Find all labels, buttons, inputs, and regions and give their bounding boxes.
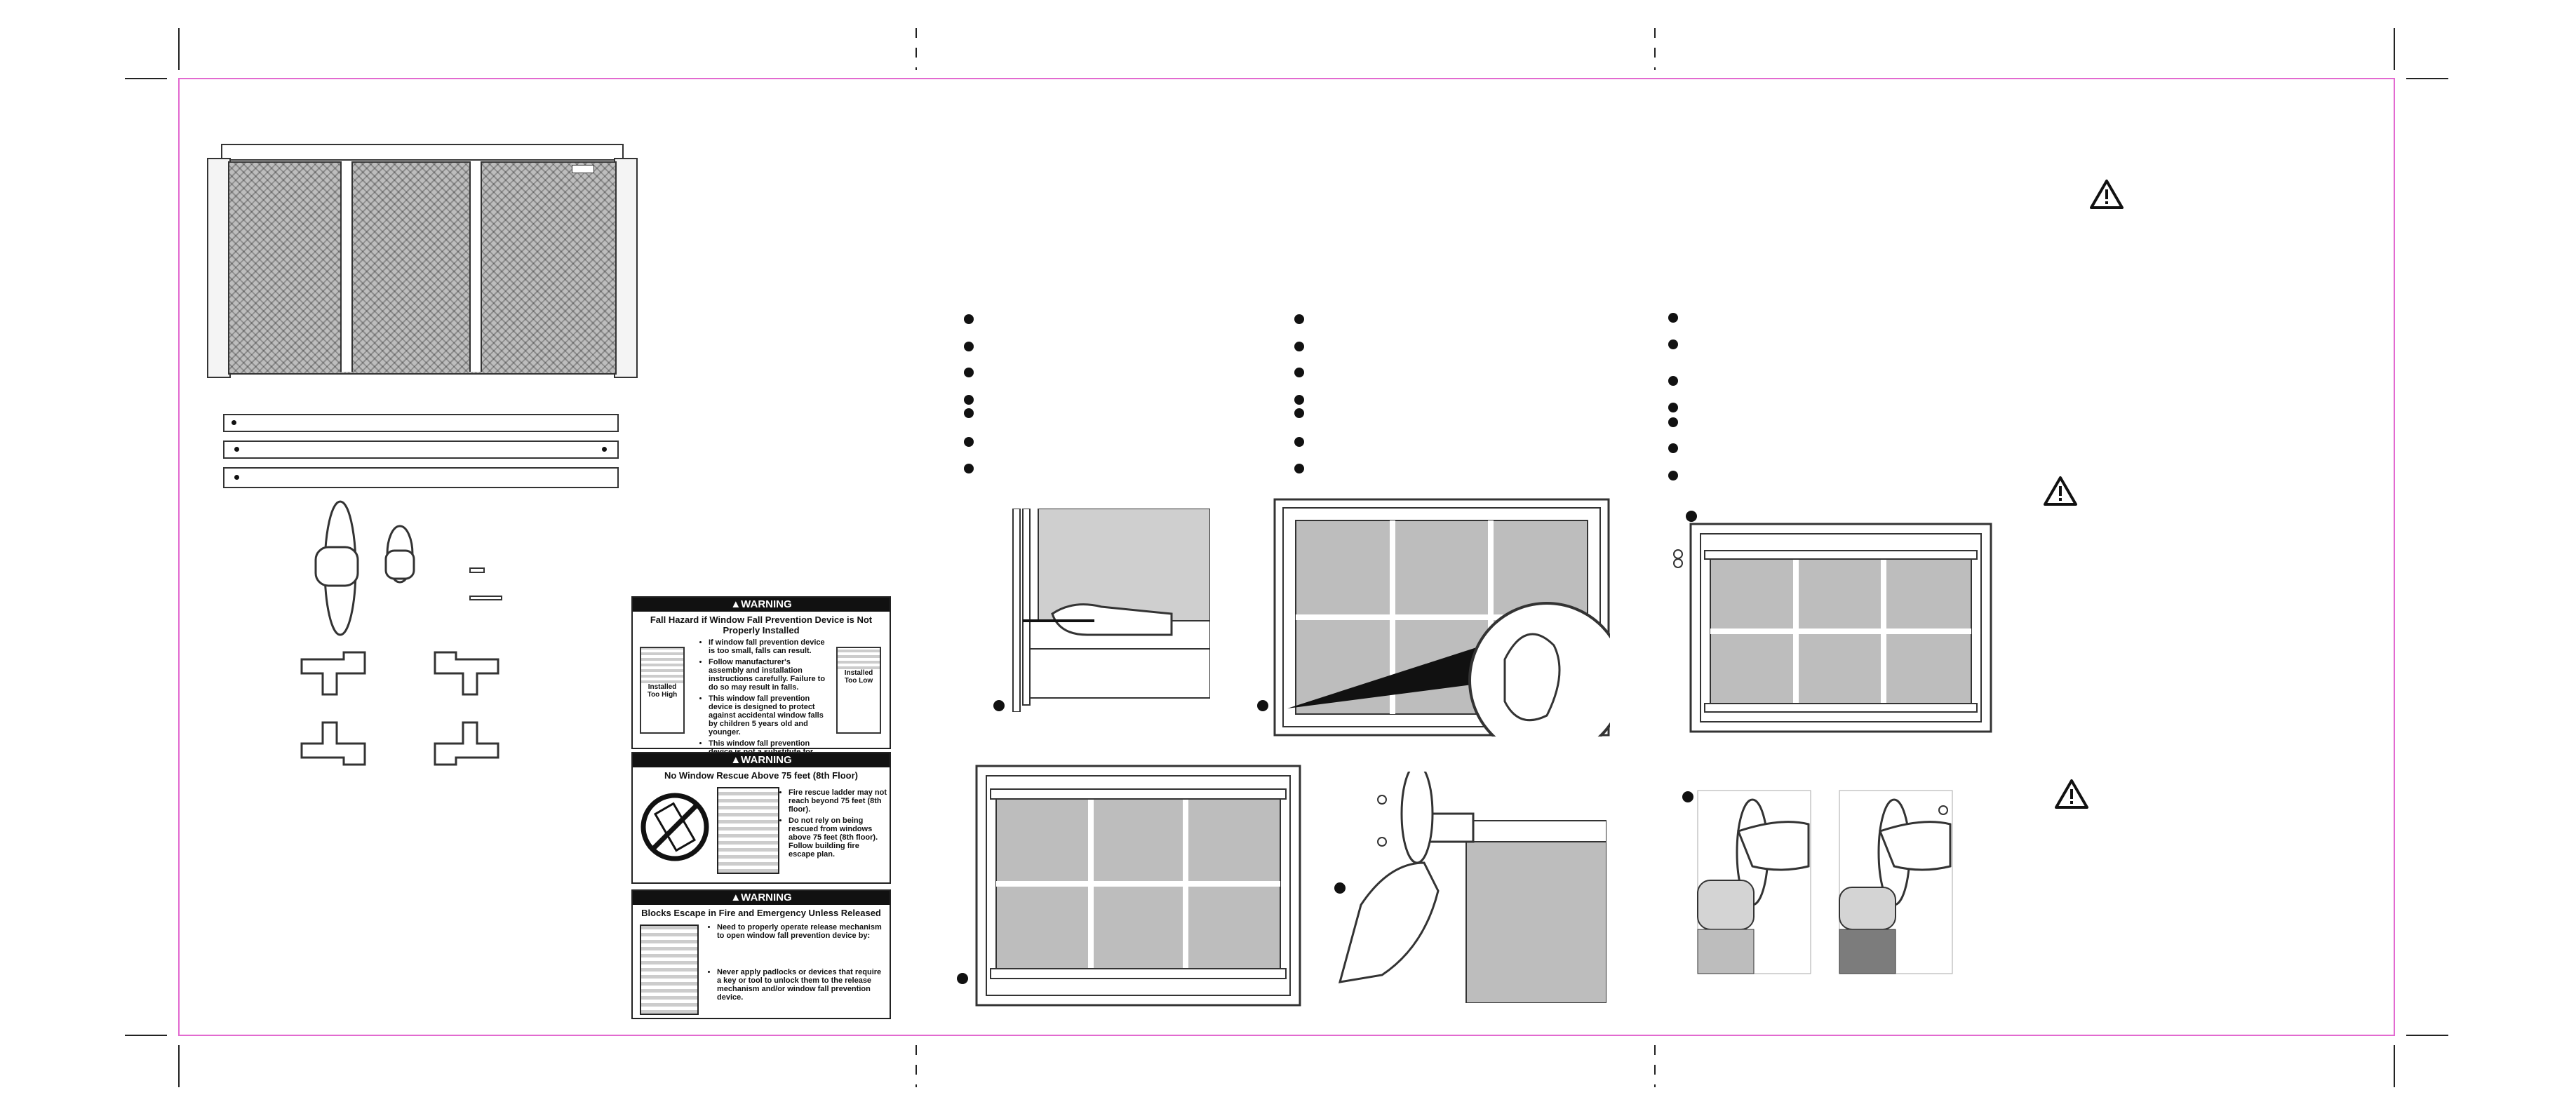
installed-too-low-label: Installed Too Low [844,669,873,685]
warning-bullet: Follow manufacturer's assembly and insta… [709,658,828,692]
warning-bullet: Never apply padlocks or devices that req… [717,968,885,1002]
crop-mark [2406,78,2448,79]
installed-guard-illustration [975,765,1301,1007]
step-marker [957,973,968,984]
step-marker [1682,791,1693,802]
release-step-b-illustration [1838,789,1954,975]
installed-too-high-label: Installed Too High [647,683,678,699]
crop-mark [2406,1035,2448,1036]
rail-bar [223,467,619,488]
crop-mark [2394,1045,2395,1087]
warning-header: ▲WARNING [633,598,890,612]
installed-too-low-box: Installed Too Low [836,647,881,734]
bullet-dot-icon [1294,464,1304,473]
fold-mark [1654,28,1656,70]
warning-label-rescue: ▲WARNING No Window Rescue Above 75 feet … [631,752,891,884]
corner-connectors-illustration [295,645,505,772]
bullet-dot-icon [1668,403,1678,412]
window-closeup-illustration [1273,498,1625,759]
bullet-dot-icon [964,368,974,377]
bullet-dot-icon [964,342,974,351]
bullet-dot-icon [964,395,974,405]
fire-window-icon [640,925,699,1015]
warning-triangle-icon [2054,779,2089,809]
trim-border [178,78,2395,1036]
bullet-dot-icon [964,437,974,447]
crop-mark [2394,28,2395,70]
step-marker [1686,511,1697,522]
fold-mark [915,28,917,70]
fold-mark [915,1045,917,1087]
fold-mark [1654,1045,1656,1087]
bullet-dot-icon [1668,376,1678,386]
bullet-dot-icon [1294,408,1304,418]
step-marker [1257,700,1268,711]
crop-mark [125,78,167,79]
warning-header: ▲WARNING [633,891,890,905]
no-ladder-icon [640,792,710,862]
step-marker [1334,882,1346,894]
guard-frontal-illustration [1670,523,1992,733]
warning-label-fall-hazard: ▲WARNING Fall Hazard if Window Fall Prev… [631,596,891,765]
mounting-bracket-illustration [309,498,512,638]
warning-bullet: If window fall prevention device is too … [709,638,828,655]
warning-triangle-icon [2043,476,2078,506]
warning-bullet: Need to properly operate release mechani… [717,923,885,940]
bullet-dot-icon [1294,437,1304,447]
step-marker [993,700,1005,711]
bullet-dot-icon [1294,395,1304,405]
guard-assembly-illustration [207,144,649,382]
fire-building-icon [717,787,779,874]
warning-triangle-icon [2089,179,2124,210]
warning-bullet: This window fall prevention device is de… [709,694,828,737]
bullet-dot-icon [1668,443,1678,453]
bullet-dot-icon [1668,471,1678,480]
warning-title: Blocks Escape in Fire and Emergency Unle… [641,908,881,918]
crop-mark [125,1035,167,1036]
bullet-dot-icon [1294,342,1304,351]
rail-bar [223,414,619,432]
installed-too-high-box: Installed Too High [640,647,685,734]
bullet-dot-icon [1668,313,1678,323]
bullet-dot-icon [1668,339,1678,349]
bullet-dot-icon [1668,417,1678,427]
warning-bullet: Fire rescue ladder may not reach beyond … [789,788,887,814]
bullet-dot-icon [964,408,974,418]
measure-window-illustration [1010,508,1211,713]
warning-label-escape: ▲WARNING Blocks Escape in Fire and Emerg… [631,889,891,1019]
bullet-dot-icon [1294,314,1304,324]
warning-bullet: Do not rely on being rescued from window… [789,816,887,859]
crop-mark [178,1045,180,1087]
warning-title: Fall Hazard if Window Fall Prevention De… [650,614,873,636]
bullet-dot-icon [964,314,974,324]
crop-mark [178,28,180,70]
rail-bar [223,441,619,459]
bullet-dot-icon [1294,368,1304,377]
bracket-attach-illustration [1333,763,1607,1004]
warning-header: ▲WARNING [633,753,890,767]
warning-title: No Window Rescue Above 75 feet (8th Floo… [664,770,859,781]
bullet-dot-icon [964,464,974,473]
release-step-a-illustration [1696,789,1812,975]
